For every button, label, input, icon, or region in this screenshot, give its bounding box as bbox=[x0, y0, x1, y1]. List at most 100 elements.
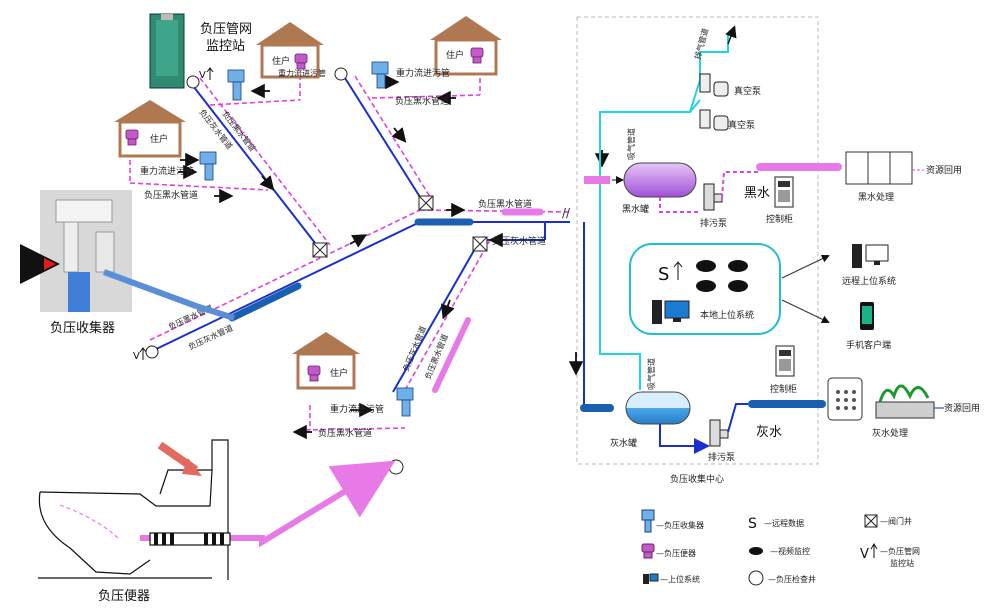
local-system-label: 本地上位系统 bbox=[700, 309, 754, 321]
vacuum-toilet-drawing bbox=[38, 439, 231, 580]
up-arrow-icon bbox=[673, 261, 683, 280]
video-monitor-icon bbox=[696, 260, 748, 292]
vacuum-pump-icon bbox=[699, 73, 729, 131]
inspection-well bbox=[186, 75, 200, 89]
computer-icon bbox=[652, 300, 690, 324]
grey-water-tank bbox=[625, 391, 691, 425]
black-treatment-label: 黑水处理 bbox=[858, 191, 894, 203]
toilet-caption: 负压便器 bbox=[98, 589, 150, 604]
v-symbol: V bbox=[133, 351, 140, 362]
black-water-tank bbox=[623, 162, 697, 198]
grey-pipe-label-diag: 负压灰水管道 bbox=[187, 322, 235, 351]
house: 住户 bbox=[292, 332, 360, 390]
legend-v-arrow-icon bbox=[870, 543, 878, 558]
legend-video-monitor: —视频监控 bbox=[770, 546, 810, 556]
house: 住户 bbox=[114, 100, 186, 158]
remote-system-label: 远程上位系统 bbox=[842, 275, 896, 287]
v-symbol: V bbox=[199, 70, 206, 81]
vacuum-toilet-icon bbox=[125, 47, 484, 382]
flow-arrows bbox=[178, 74, 610, 440]
black-tank-label: 黑水罐 bbox=[622, 203, 649, 215]
center-label: 负压收集中心 bbox=[670, 473, 724, 485]
monitor-station-title-1: 负压管网 bbox=[200, 22, 252, 37]
grey-pipe-section bbox=[228, 282, 302, 322]
exhaust-pipe-label: 排气管道 bbox=[692, 27, 710, 60]
black-treatment-unit bbox=[845, 151, 913, 185]
legend-collector-icon bbox=[641, 509, 655, 521]
legend-s-icon: S bbox=[748, 516, 757, 532]
toilet-flush-arrowhead bbox=[182, 458, 202, 476]
exhaust-arrow bbox=[725, 25, 737, 45]
black-pipe-network bbox=[129, 70, 571, 431]
gravity-pipe-label: 重力流进污管 bbox=[396, 67, 450, 79]
legend-toilet: —负压便器 bbox=[656, 548, 696, 558]
gravity-pipe-label: 重力流进污管 bbox=[278, 68, 326, 78]
vacuum-collector-photo bbox=[40, 190, 235, 321]
remote-arrow bbox=[781, 254, 830, 279]
house-label: 住户 bbox=[150, 133, 168, 145]
gravity-pipe-label: 重力流进污管 bbox=[330, 403, 384, 415]
grey-tank-outlet bbox=[659, 424, 710, 454]
remote-computer-icon bbox=[852, 244, 889, 268]
legend-remote-data: —远程数据 bbox=[764, 518, 804, 528]
legend-v-icon: V bbox=[860, 547, 869, 562]
suction-pipe-label: 吸气管道 bbox=[626, 128, 636, 160]
legend-collector: —负压收集器 bbox=[656, 520, 704, 530]
black-pipe-section bbox=[432, 317, 471, 393]
legend-valve-well: —阀门井 bbox=[880, 516, 912, 526]
legend-upper-system-icon bbox=[643, 574, 649, 584]
v-arrow-icon bbox=[206, 67, 214, 80]
toilet-valve-stripes bbox=[154, 533, 224, 545]
black-inlet-pipe bbox=[584, 176, 610, 184]
reuse-label: 资源回用 bbox=[944, 403, 980, 414]
collector-caption: 负压收集器 bbox=[50, 320, 115, 336]
inspection-well bbox=[145, 345, 159, 359]
legend-inspection-well: —负压检查井 bbox=[768, 574, 816, 584]
legend-monitor-station-2: 监控站 bbox=[890, 558, 914, 568]
remote-data-symbol: S bbox=[658, 264, 669, 285]
house-label: 住户 bbox=[272, 55, 290, 67]
reuse-label: 资源回用 bbox=[926, 165, 962, 176]
grey-tank-label: 灰水罐 bbox=[610, 437, 637, 449]
mobile-arrow bbox=[781, 299, 830, 324]
legend-monitor-station-1: —负压管网 bbox=[880, 546, 920, 556]
valve-well bbox=[312, 242, 328, 258]
control-cabinet-icon bbox=[775, 345, 795, 377]
grey-treatment-label: 灰水处理 bbox=[872, 427, 908, 439]
black-pipe-label: 负压黑水管道 bbox=[144, 189, 198, 201]
inlet-red-arrowhead bbox=[44, 258, 56, 270]
collection-center-boundary bbox=[576, 16, 819, 465]
grey-water-label: 灰水 bbox=[756, 425, 782, 440]
vacuum-pump-label: 真空泵 bbox=[734, 85, 761, 97]
control-cabinet-label: 控制柜 bbox=[770, 383, 797, 395]
grey-pipe-label-diag: 负压灰水管道 bbox=[401, 324, 428, 372]
legend-inspection-well-icon bbox=[748, 570, 764, 586]
mobile-phone-icon bbox=[860, 302, 874, 330]
inspection-well bbox=[334, 67, 348, 81]
house-label: 住户 bbox=[446, 49, 464, 61]
legend: —负压收集器 —负压便器 —上位系统 S —远程数据 —视频监控 —负压检查井 … bbox=[641, 509, 920, 586]
valve-well bbox=[472, 236, 488, 252]
grey-pump-outlet bbox=[727, 403, 748, 433]
sewage-pump-icon bbox=[709, 419, 729, 447]
suction-pipe-label: 吸气管道 bbox=[646, 358, 656, 390]
legend-upper-system: —上位系统 bbox=[660, 574, 700, 584]
v-arrow-icon bbox=[139, 347, 147, 360]
control-cabinet-icon bbox=[774, 176, 794, 208]
control-cabinet-label: 控制柜 bbox=[766, 213, 793, 225]
sewage-pump-label: 排污泵 bbox=[700, 217, 727, 229]
house: 住户 bbox=[430, 16, 502, 76]
black-pipe-main-label: 负压黑水管道 bbox=[478, 198, 532, 210]
legend-video-icon bbox=[749, 547, 763, 555]
house: 住户 bbox=[256, 22, 324, 79]
legend-toilet-icon bbox=[641, 543, 655, 553]
grey-treatment-unit bbox=[827, 377, 935, 421]
vacuum-collector-icon bbox=[199, 61, 414, 417]
mobile-client-label: 手机客户端 bbox=[846, 339, 891, 351]
inspection-well bbox=[388, 459, 404, 475]
house-label: 住户 bbox=[330, 367, 348, 379]
valve-well bbox=[418, 195, 434, 211]
black-pump-outlet bbox=[721, 171, 760, 199]
